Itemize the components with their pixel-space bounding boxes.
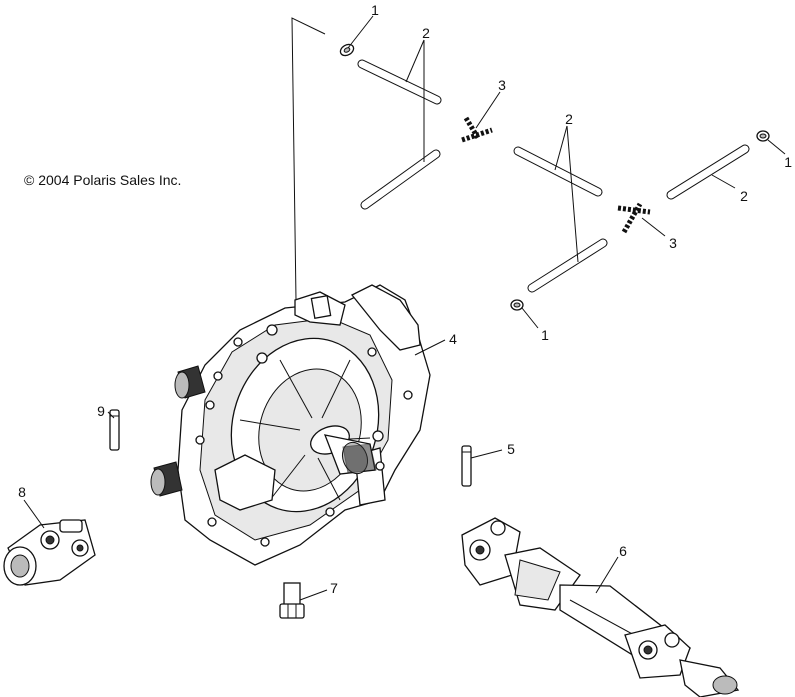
callout-6: 6 [619, 543, 627, 559]
pin-2a [357, 59, 442, 105]
leader-lines [23, 15, 786, 601]
callout-labels: 1 2 3 2 1 2 3 1 4 5 6 7 8 9 [18, 2, 792, 596]
output-stub-lower [150, 461, 183, 497]
housing-bolts [195, 324, 413, 547]
output-shaft-right [310, 425, 377, 475]
copyright-notice: © 2004 Polaris Sales Inc. [24, 172, 182, 188]
callout-4: 4 [449, 331, 457, 347]
callout-2-upper: 2 [422, 25, 430, 41]
pin-2c [513, 146, 603, 197]
callout-3-lower: 3 [669, 235, 677, 251]
pin-2d [527, 238, 608, 293]
output-stub-left [174, 365, 206, 399]
drive-shaft-6 [461, 517, 740, 697]
clip-1c [510, 299, 524, 311]
clip-1b [756, 130, 770, 142]
callout-3-upper: 3 [498, 77, 506, 93]
callout-9: 9 [97, 403, 105, 419]
callout-1-right: 1 [784, 154, 792, 170]
dowel-pin-9 [109, 409, 120, 451]
callout-2-middle: 2 [565, 111, 573, 127]
callout-1-lower: 1 [541, 327, 549, 343]
cross-pin-3b [617, 202, 651, 234]
bolt-7 [279, 582, 305, 619]
dowel-pin-5 [461, 445, 472, 487]
u-joint-coupler-8 [3, 519, 96, 586]
callout-5: 5 [507, 441, 515, 457]
pin-2e [666, 144, 750, 200]
callout-7: 7 [330, 580, 338, 596]
callout-8: 8 [18, 484, 26, 500]
pin-2b [360, 149, 441, 210]
cross-pin-3a [461, 116, 493, 143]
assembly-guide-line [291, 17, 326, 301]
callout-2-right: 2 [740, 188, 748, 204]
callout-1-top: 1 [371, 2, 379, 18]
clip-1a [339, 43, 355, 57]
